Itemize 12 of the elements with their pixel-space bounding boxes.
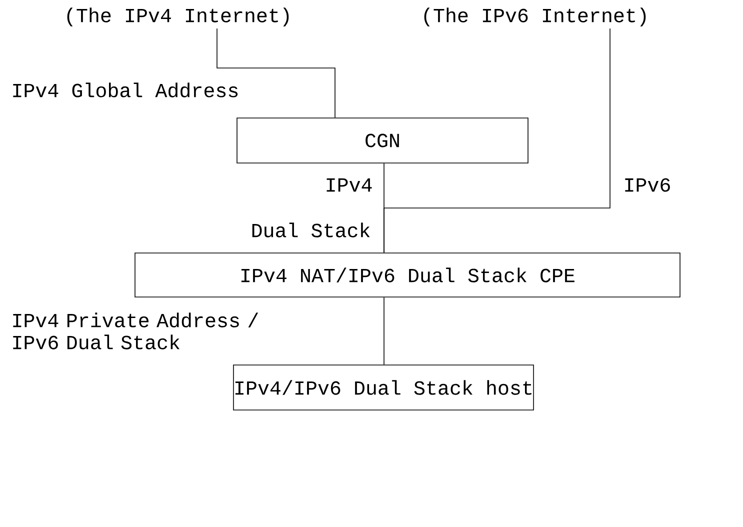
connector-line: [384, 28, 610, 253]
note-label: IPv4 Global Address: [13, 82, 238, 98]
network-label: (The IPv6 Internet): [424, 8, 646, 26]
connector-line: [216, 28, 336, 118]
note-label: Dual Stack: [252, 222, 370, 238]
edge-label: IPv4: [326, 178, 372, 192]
network-label: (The IPv4 Internet): [67, 8, 289, 26]
edge-label: IPv6: [625, 178, 670, 192]
process-box: IPv4/IPv6 Dual Stack host: [233, 364, 534, 410]
process-box: CGN: [236, 118, 528, 164]
process-box: IPv4 NAT/IPv6 Dual Stack CPE: [134, 252, 680, 298]
note-label: IPv4 Private Address / IPv6 Dual Stack: [13, 312, 258, 350]
